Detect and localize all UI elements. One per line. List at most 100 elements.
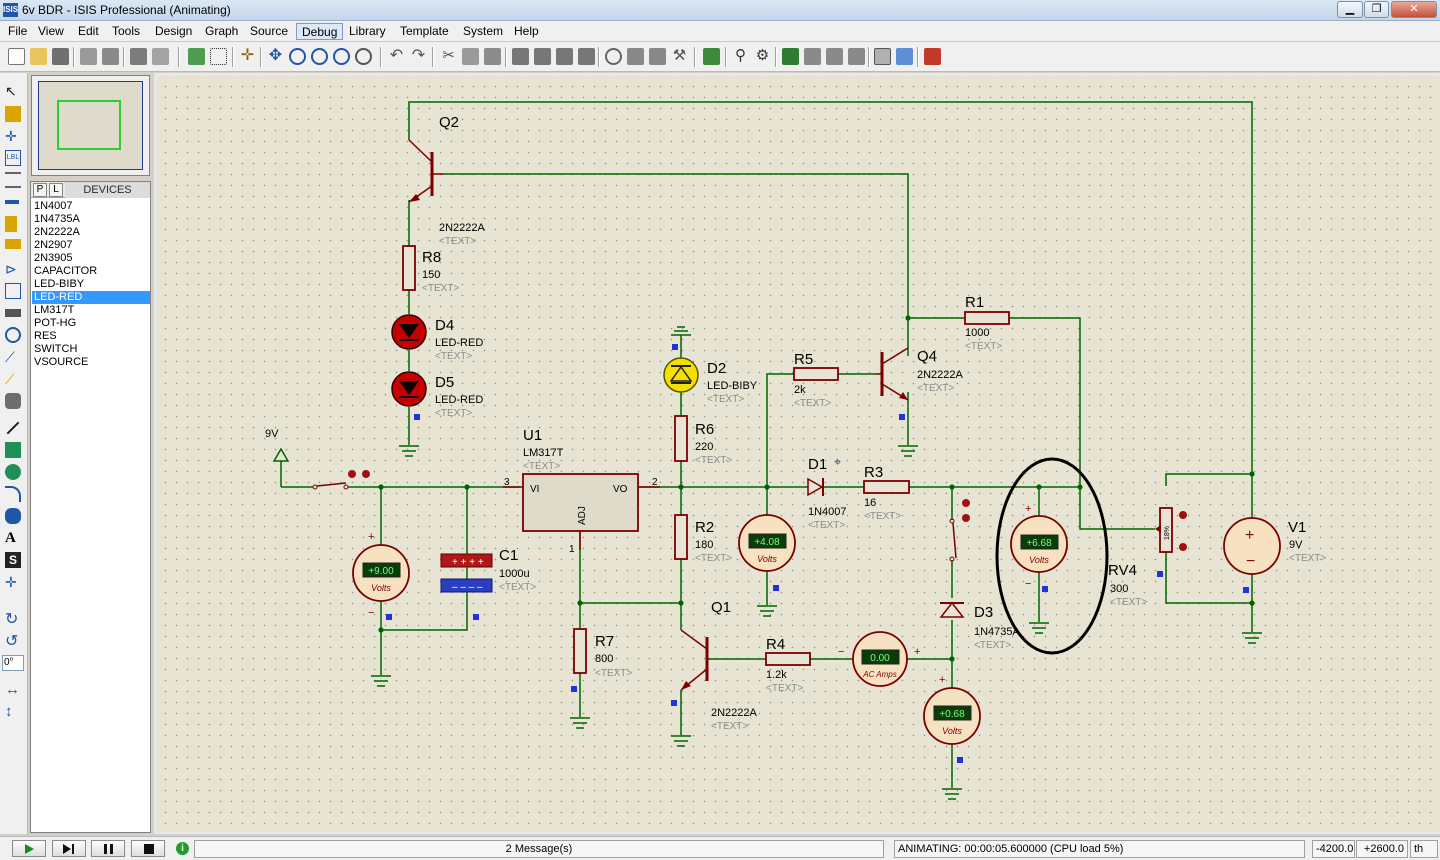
maximize-button[interactable]: ❐ xyxy=(1364,1,1389,18)
voltmeter-zener[interactable]: +0.68 Volts + xyxy=(923,674,981,763)
component-switch[interactable] xyxy=(312,470,370,490)
tape-recorder-icon[interactable] xyxy=(5,309,21,317)
menu-help[interactable]: Help xyxy=(514,24,539,38)
menu-view[interactable]: View xyxy=(38,24,64,38)
ares-netlist-icon[interactable] xyxy=(924,48,941,65)
device-item[interactable]: RES xyxy=(34,330,57,342)
paste-icon[interactable] xyxy=(484,48,501,65)
component-d1[interactable]: D1 ⌖ 1N4007 <TEXT> xyxy=(807,454,847,531)
package-tool-icon[interactable] xyxy=(649,48,666,65)
rotate-anticlockwise-icon[interactable]: ↺ xyxy=(5,633,19,650)
current-probe-icon[interactable]: ⟋ xyxy=(5,371,15,387)
menu-tools[interactable]: Tools xyxy=(112,24,141,38)
generator-mode-icon[interactable] xyxy=(5,327,21,343)
stop-button[interactable] xyxy=(131,840,165,857)
circle-tool-icon[interactable] xyxy=(5,464,21,480)
import-icon[interactable] xyxy=(80,48,97,65)
buses-mode-icon[interactable] xyxy=(5,200,19,204)
step-button[interactable] xyxy=(52,840,86,857)
arc-tool-icon[interactable] xyxy=(5,486,21,502)
device-item[interactable]: 2N3905 xyxy=(34,252,73,264)
remove-sheet-icon[interactable] xyxy=(804,48,821,65)
device-item[interactable]: 2N2907 xyxy=(34,239,73,251)
zoom-all-icon[interactable] xyxy=(333,48,350,65)
schematic-canvas[interactable]: Q2 2N2222A <TEXT> R8 150 <TEXT> D4 LED-R… xyxy=(157,76,1440,832)
device-item[interactable]: SWITCH xyxy=(34,343,78,355)
mirror-y-icon[interactable]: ↕ xyxy=(5,703,13,720)
schematic-drawing[interactable]: Q2 2N2222A <TEXT> R8 150 <TEXT> D4 LED-R… xyxy=(157,76,1440,832)
bill-of-materials-icon[interactable] xyxy=(874,48,891,65)
component-q4[interactable]: Q4 2N2222A <TEXT> xyxy=(875,347,964,420)
pick-device-icon[interactable] xyxy=(605,48,622,65)
pause-button[interactable] xyxy=(91,840,125,857)
exit-to-parent-icon[interactable] xyxy=(826,48,843,65)
menu-design[interactable]: Design xyxy=(155,24,193,38)
text-script-mode-icon[interactable] xyxy=(5,172,21,188)
terminals-mode-icon[interactable] xyxy=(5,239,21,249)
menu-edit[interactable]: Edit xyxy=(78,24,99,38)
device-item[interactable]: LM317T xyxy=(34,304,75,316)
electrical-rule-check-icon[interactable] xyxy=(896,48,913,65)
component-u1[interactable]: VI VO ADJ 3 2 1 U1 LM317T <TEXT> xyxy=(503,427,660,555)
new-sheet-icon[interactable] xyxy=(782,48,799,65)
wire-label-mode-icon[interactable]: LBL xyxy=(5,150,21,166)
message-count[interactable]: 2 Message(s) xyxy=(194,840,884,858)
component-r5[interactable]: R5 2k <TEXT> xyxy=(793,351,839,409)
export-icon[interactable] xyxy=(102,48,119,65)
path-tool-icon[interactable] xyxy=(5,508,21,524)
box-tool-icon[interactable] xyxy=(5,442,21,458)
device-item[interactable]: 1N4735A xyxy=(34,213,80,225)
search-tag-icon[interactable]: ⚲ xyxy=(735,47,746,64)
copy-icon[interactable] xyxy=(462,48,479,65)
menu-source[interactable]: Source xyxy=(250,24,289,38)
component-d5[interactable]: D5 LED-RED <TEXT> xyxy=(391,371,483,420)
text-tool-icon[interactable]: A xyxy=(5,530,16,546)
device-item[interactable]: VSOURCE xyxy=(34,356,89,368)
minimize-button[interactable]: ▁ xyxy=(1337,1,1363,18)
junction-mode-icon[interactable]: ✛ xyxy=(5,128,17,144)
zoom-to-child-icon[interactable] xyxy=(848,48,865,65)
subcircuit-mode-icon[interactable] xyxy=(5,216,17,232)
voltmeter-battery[interactable]: +6.68 Volts + − xyxy=(1010,503,1068,592)
component-q2[interactable]: Q2 2N2222A <TEXT> xyxy=(408,114,486,247)
origin-icon[interactable]: ✛ xyxy=(240,47,255,64)
component-r4[interactable]: R4 1.2k <TEXT> xyxy=(765,636,811,694)
menu-template[interactable]: Template xyxy=(400,24,449,38)
make-device-icon[interactable] xyxy=(627,48,644,65)
menu-file[interactable]: File xyxy=(8,24,28,38)
component-switch-2[interactable] xyxy=(949,499,970,562)
menu-system[interactable]: System xyxy=(463,24,504,38)
zoom-out-icon[interactable] xyxy=(311,48,328,65)
device-item[interactable]: 2N2222A xyxy=(34,226,80,238)
zoom-area-icon[interactable] xyxy=(355,48,372,65)
redo-icon[interactable]: ↷ xyxy=(411,47,426,64)
device-item[interactable]: LED-BIBY xyxy=(34,278,85,290)
print-area-icon[interactable] xyxy=(152,48,169,65)
open-folder-icon[interactable] xyxy=(30,48,47,65)
block-move-icon[interactable] xyxy=(534,48,551,65)
wire-autorouter-icon[interactable] xyxy=(703,48,720,65)
save-icon[interactable] xyxy=(52,48,69,65)
block-rotate-icon[interactable] xyxy=(556,48,573,65)
library-manager-button[interactable]: L xyxy=(49,183,63,197)
component-r8[interactable]: R8 150 <TEXT> xyxy=(402,245,459,294)
marker-tool-icon[interactable]: ✛ xyxy=(5,574,17,590)
component-r3[interactable]: R3 16 <TEXT> xyxy=(863,464,910,522)
component-d3[interactable]: D3 1N4735A <TEXT> xyxy=(939,601,1021,651)
device-item[interactable]: 1N4007 xyxy=(34,200,73,212)
info-icon[interactable]: i xyxy=(176,842,189,855)
refresh-icon[interactable] xyxy=(188,48,205,65)
component-r6[interactable]: R6 220 <TEXT> xyxy=(674,415,732,466)
grid-icon[interactable] xyxy=(210,48,227,65)
component-r2[interactable]: R2 180 <TEXT> xyxy=(674,514,732,564)
virtual-instruments-icon[interactable] xyxy=(5,393,21,409)
property-tool-icon[interactable]: ⚙ xyxy=(755,47,770,64)
component-rv4[interactable]: 18% RV4 300 <TEXT> xyxy=(1108,507,1187,608)
voltmeter-output[interactable]: +4.08 Volts xyxy=(738,514,796,591)
decompose-icon[interactable]: ⚒ xyxy=(672,47,687,64)
component-mode-icon[interactable] xyxy=(5,106,21,122)
component-d4[interactable]: D4 LED-RED <TEXT> xyxy=(391,314,483,362)
cut-icon[interactable]: ✂ xyxy=(442,47,455,64)
overview-window[interactable] xyxy=(31,75,150,176)
pick-devices-button[interactable]: P xyxy=(33,183,47,197)
